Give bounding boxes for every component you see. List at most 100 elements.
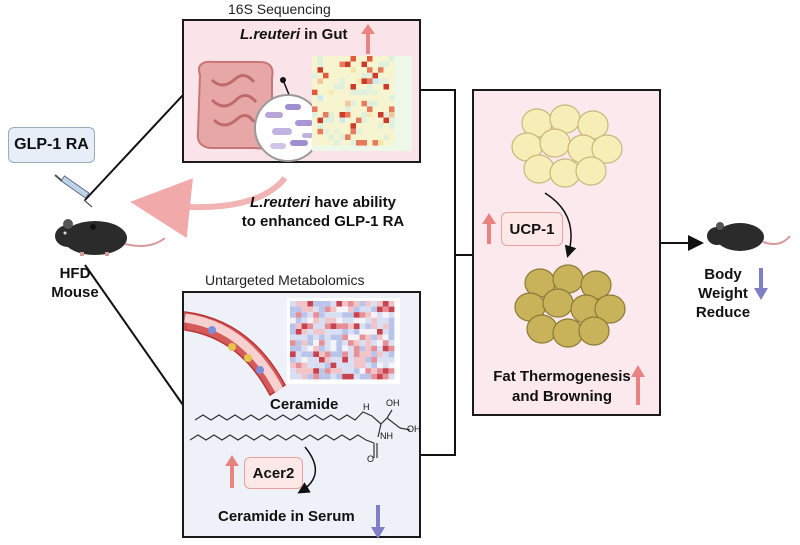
heatmap-cell (388, 317, 395, 324)
heatmap-cell (382, 362, 389, 369)
heatmap-cell (328, 84, 334, 90)
heatmap-cell (389, 112, 395, 118)
heatmap-cell (389, 128, 395, 135)
heatmap-cell (383, 67, 389, 73)
ucp1-label: UCP-1 (501, 212, 563, 246)
heatmap-cell (342, 362, 348, 369)
heatmap-cell (295, 373, 302, 380)
heatmap-cell (336, 334, 343, 341)
heatmap-cell (319, 306, 325, 313)
heatmap-cell (377, 357, 383, 363)
heatmap-cell (353, 340, 360, 346)
heatmap-cell (377, 329, 383, 335)
heatmap-cell (371, 351, 377, 357)
heatmap-cell (312, 100, 318, 107)
heatmap-cell (371, 345, 377, 352)
heatmap-cell (359, 345, 366, 352)
heatmap-cell (361, 134, 367, 140)
heatmap-cell (365, 373, 372, 380)
heatmap-cell (317, 72, 323, 79)
heatmap-cell (367, 61, 373, 68)
heatmap-cell (301, 301, 308, 307)
heatmap-cell (324, 317, 331, 324)
heatmap-cell (371, 323, 377, 329)
heatmap-cell (365, 317, 372, 324)
heatmap-cell (324, 306, 331, 313)
heatmap-cell (339, 61, 345, 68)
heatmap-cell (350, 72, 356, 79)
heatmap-cell (336, 317, 343, 324)
heatmap-cell (367, 134, 373, 140)
heatmap-cell (350, 140, 356, 146)
heatmap-cell (312, 78, 318, 84)
heatmap-cell (361, 106, 367, 112)
heatmap-cell (342, 357, 348, 363)
heatmap-cell (342, 373, 348, 380)
heatmap-cell (388, 340, 395, 346)
heatmap-cell (330, 340, 337, 346)
heatmap-cell (301, 306, 308, 313)
outcome-line1: Body Weight (698, 266, 748, 302)
heatmap-cell (342, 334, 348, 341)
heatmap-cell (388, 323, 395, 329)
heatmap-cell (319, 312, 325, 318)
heatmap-cell (361, 128, 367, 135)
heatmap-cell (307, 312, 314, 318)
heatmap-cell (367, 112, 373, 118)
heatmap-cell (383, 61, 389, 68)
heatmap-cell (301, 334, 308, 341)
heatmap-cell (334, 61, 340, 68)
heatmap-cell (313, 323, 319, 329)
heatmap-cell (353, 345, 360, 352)
heatmap-cell (378, 112, 384, 118)
heatmap-cell (323, 140, 329, 146)
heatmap-cell (301, 312, 308, 318)
heatmap-cell (345, 78, 351, 84)
heatmap-cell (382, 323, 389, 329)
heatmap-cell (388, 368, 395, 374)
heatmap-cell (382, 351, 389, 357)
heatmap-cell (334, 84, 340, 90)
heatmap-cell (334, 72, 340, 79)
heatmap-cell (388, 301, 395, 307)
heatmap-cell (334, 67, 340, 73)
middle-statement: L.reuteri have ability to enhanced GLP-1… (208, 193, 438, 231)
heatmap-cell (372, 128, 378, 135)
mouse-label-line2: Mouse (51, 284, 99, 301)
bacteria-magnifier-icon (254, 77, 322, 162)
heatmap-cell (388, 373, 395, 380)
heatmap-cell (290, 317, 296, 324)
heatmap-cell (359, 317, 366, 324)
heatmap-cell (353, 373, 360, 380)
heatmap-cell (290, 329, 296, 335)
brown-fat-cells-icon (514, 264, 626, 348)
heatmap-cell (342, 340, 348, 346)
heatmap-cell (365, 340, 372, 346)
heatmap-cell (328, 106, 334, 112)
heatmap-cell (319, 373, 325, 380)
heatmap-cell (301, 351, 308, 357)
heatmap-cell (371, 368, 377, 374)
heatmap-cell (339, 100, 345, 107)
heatmap-cell (301, 373, 308, 380)
heatmap-cell (323, 112, 329, 118)
heatmap-cell (389, 89, 395, 96)
heatmap-cell (353, 362, 360, 369)
heatmap-cell (319, 323, 325, 329)
heatmap-cell (345, 106, 351, 112)
heatmap-cell (319, 334, 325, 341)
heatmap-cell (350, 61, 356, 68)
heatmap-cell (365, 368, 372, 374)
heatmap-cell (365, 345, 372, 352)
heatmap-cell (324, 351, 331, 357)
heatmap-cell (388, 306, 395, 313)
heatmap-cell (345, 95, 351, 101)
heatmap-cell (330, 323, 337, 329)
heatmap-cell (290, 306, 296, 313)
heatmap-cell (359, 351, 366, 357)
heatmap-cell (377, 340, 383, 346)
heatmap-cell (313, 362, 319, 369)
heatmap-cell (312, 140, 318, 146)
outcome-line2: Reduce (695, 304, 751, 321)
browning-curved-arrow (544, 192, 577, 258)
